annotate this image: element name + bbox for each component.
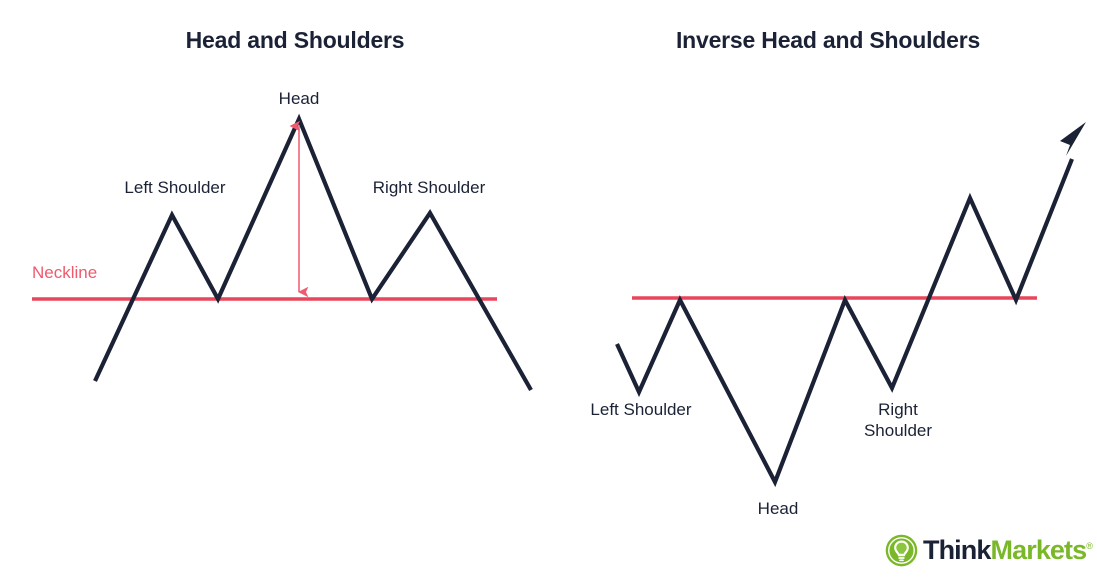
logo-word-think: Think <box>923 534 991 565</box>
thinkmarkets-logo: ThinkMarkets® <box>885 531 1093 569</box>
label-neckline-hs: Neckline <box>32 263 98 282</box>
label-right-shoulder-ihs: Right Shoulder <box>828 400 968 441</box>
chart-inverse-head-and-shoulders <box>615 122 1086 488</box>
logo-word-markets: Markets <box>990 534 1088 565</box>
label-right-shoulder-ihs-line1: Right <box>878 400 918 419</box>
logo-wordmark: ThinkMarkets® <box>923 534 1093 565</box>
registered-trademark-icon: ® <box>1086 540 1093 551</box>
price-line-right <box>615 158 1074 488</box>
label-left-shoulder-hs: Left Shoulder <box>124 178 226 197</box>
page-title-head-and-shoulders: Head and Shoulders <box>185 27 405 53</box>
lightbulb-in-circle-icon <box>885 534 918 566</box>
price-line-left <box>93 113 533 392</box>
chart-head-and-shoulders <box>32 113 533 392</box>
label-head-ihs: Head <box>757 499 799 518</box>
label-right-shoulder-hs: Right Shoulder <box>372 178 486 197</box>
label-left-shoulder-ihs: Left Shoulder <box>590 400 692 419</box>
label-head-hs: Head <box>278 89 320 108</box>
page-title-inverse-head-and-shoulders: Inverse Head and Shoulders <box>675 27 981 53</box>
label-right-shoulder-ihs-line2: Shoulder <box>863 420 933 440</box>
breakout-arrowhead-icon <box>1060 122 1086 156</box>
